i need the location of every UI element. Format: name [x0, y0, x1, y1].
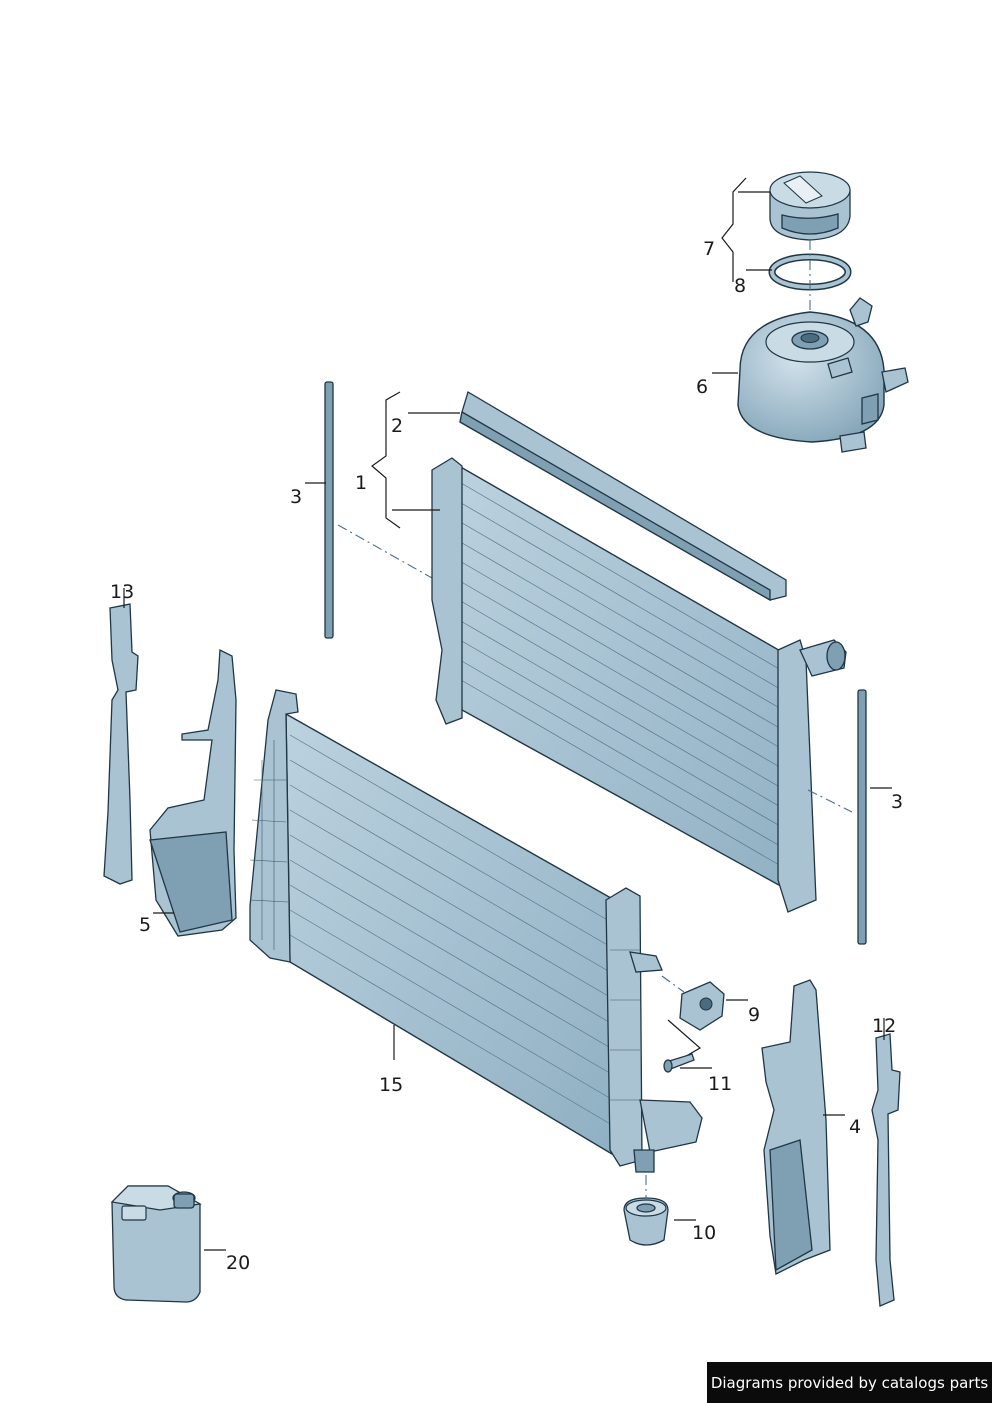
callout-6: 6: [696, 376, 708, 398]
bracket-axis-line: [661, 975, 685, 993]
side-guide-right: [871, 1033, 901, 1307]
callout-8: 8: [734, 275, 746, 297]
rubber-mount: [623, 1197, 669, 1246]
upper-air-guide-strip: [459, 391, 787, 602]
screw: [663, 1053, 695, 1073]
callout-7: 7: [703, 238, 715, 260]
callout-2: 2: [391, 415, 403, 437]
seal-axis-line-lower: [807, 789, 853, 813]
foam-seal-strip-left: [324, 381, 334, 639]
callout-3-upper: 3: [290, 486, 302, 508]
callout-12: 12: [872, 1015, 896, 1037]
callout-10: 10: [692, 1222, 716, 1244]
credit-banner: Diagrams provided by catalogs parts: [707, 1362, 992, 1403]
callout-15: 15: [379, 1074, 403, 1096]
expansion-tank: [737, 297, 909, 453]
leader-lines: [123, 177, 892, 1251]
seal-axis-line-upper: [337, 524, 433, 579]
side-guide-left: [103, 603, 139, 885]
air-guide-right: [761, 979, 831, 1275]
callout-3-lower: 3: [891, 791, 903, 813]
callout-13: 13: [110, 581, 134, 603]
coolant-canister: [110, 1185, 202, 1303]
expansion-tank-cap: [769, 171, 851, 241]
coolant-radiator: [431, 457, 847, 913]
mounting-bracket: [679, 981, 725, 1031]
charge-air-cooler: [249, 689, 703, 1173]
callout-1: 1: [355, 472, 367, 494]
air-guide-left: [149, 648, 237, 937]
foam-seal-strip-right: [857, 689, 867, 945]
callout-4: 4: [849, 1116, 861, 1138]
callout-11: 11: [708, 1073, 732, 1095]
callout-20: 20: [226, 1252, 250, 1274]
callout-9: 9: [748, 1004, 760, 1026]
callout-5: 5: [139, 914, 151, 936]
